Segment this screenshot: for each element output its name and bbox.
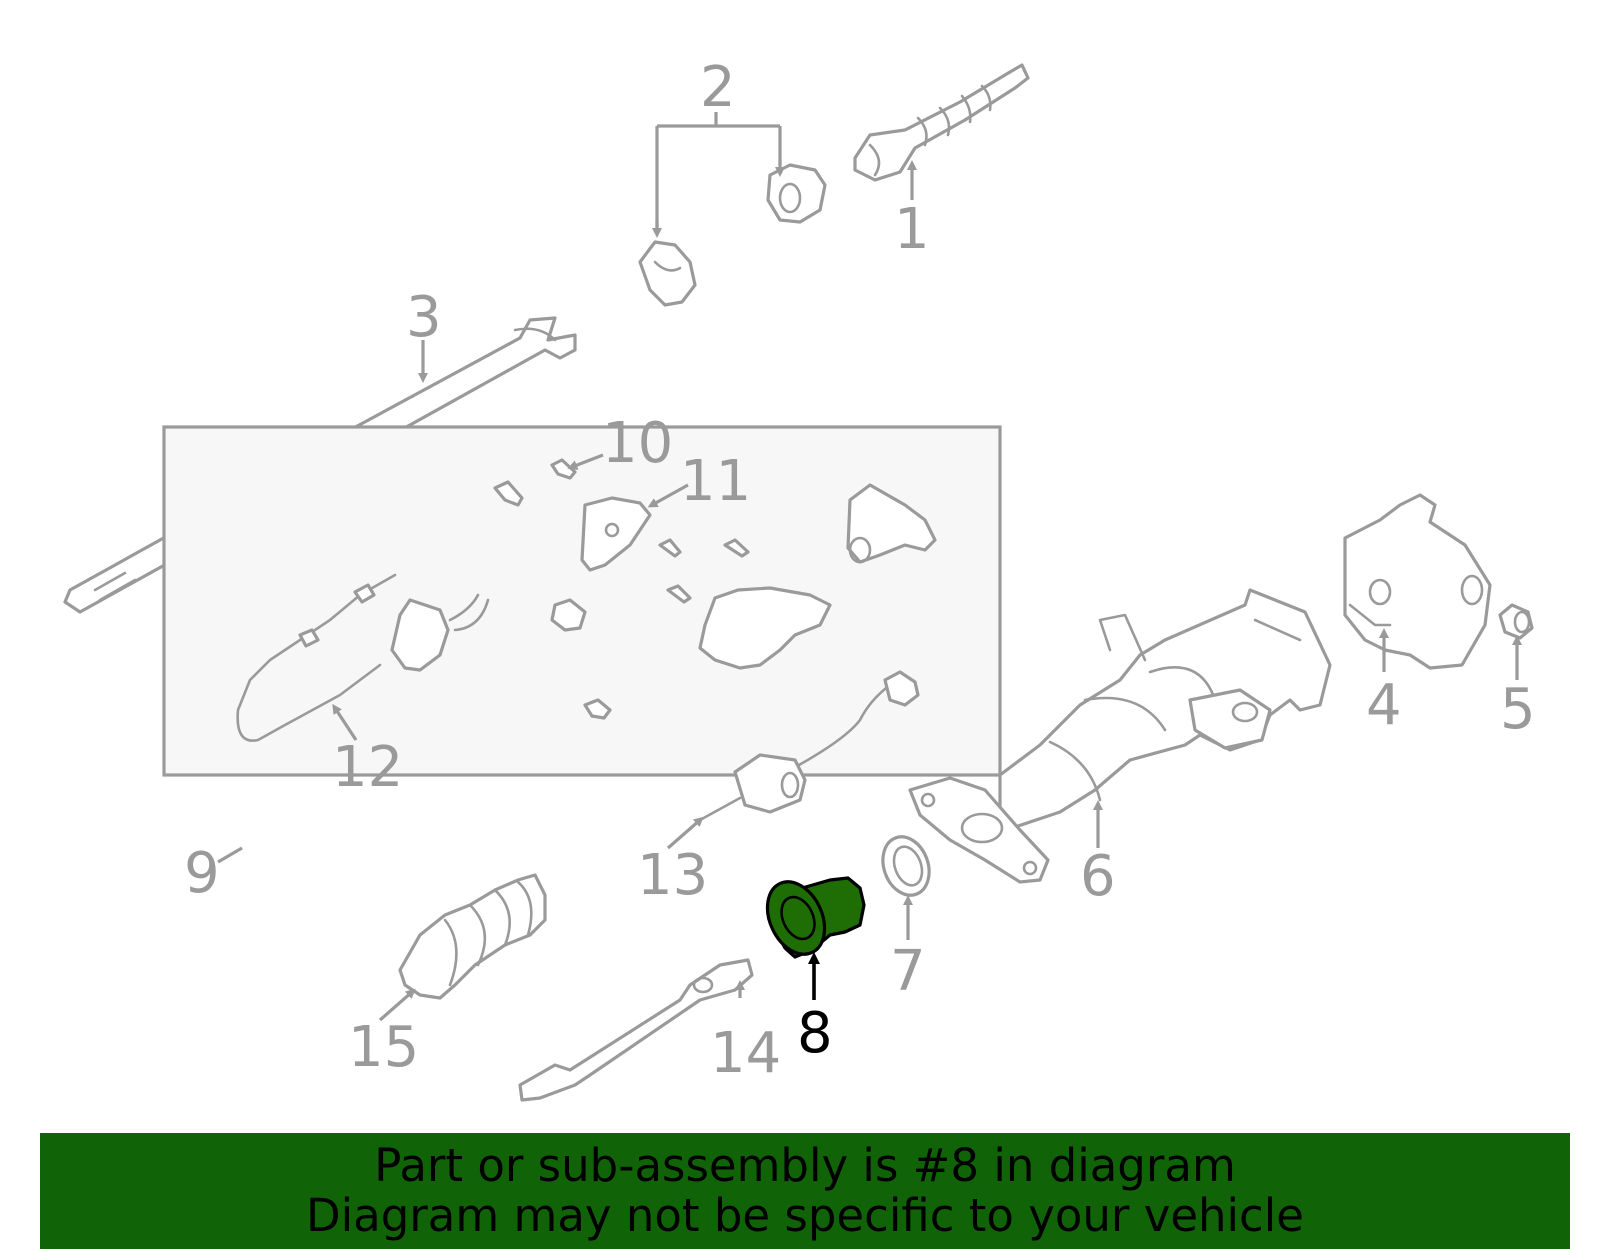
callout-5[interactable]: 5 — [1500, 677, 1536, 742]
part-1-upper-shaft[interactable] — [853, 63, 1030, 182]
info-banner: Part or sub-assembly is #8 in diagram Di… — [40, 1133, 1570, 1249]
callout-6[interactable]: 6 — [1080, 844, 1116, 909]
callout-3[interactable]: 3 — [406, 285, 442, 350]
banner-line-1: Part or sub-assembly is #8 in diagram — [374, 1139, 1236, 1192]
part-8-bushing-highlighted[interactable] — [756, 873, 866, 964]
callout-13[interactable]: 13 — [637, 843, 708, 908]
banner-line-2: Diagram may not be specific to your vehi… — [306, 1189, 1304, 1242]
leaders — [217, 112, 1522, 1022]
callout-1[interactable]: 1 — [894, 197, 930, 262]
part-4-cover[interactable] — [1343, 493, 1492, 670]
part-14-rod[interactable] — [518, 958, 754, 1102]
box-contents — [236, 458, 937, 742]
cap-small — [550, 598, 587, 632]
part-6-column[interactable] — [908, 588, 1332, 884]
callout-12[interactable]: 12 — [332, 735, 403, 800]
callout-8[interactable]: 8 — [797, 1001, 833, 1066]
callout-11[interactable]: 11 — [680, 449, 751, 514]
callout-14[interactable]: 14 — [710, 1021, 781, 1086]
sensor-right — [846, 483, 937, 564]
part-15-sleeve[interactable] — [398, 873, 547, 1000]
callout-9[interactable]: 9 — [184, 841, 220, 906]
part-7-bearing[interactable] — [875, 830, 937, 901]
bolt-c — [723, 538, 750, 558]
part-2-joint[interactable] — [638, 163, 827, 307]
module-center — [698, 586, 832, 670]
bolt-b — [658, 538, 682, 558]
part-13-sensor[interactable] — [698, 670, 920, 822]
part-5-bushing[interactable] — [1498, 603, 1534, 640]
callout-15[interactable]: 15 — [348, 1015, 419, 1080]
sensor-left — [390, 598, 450, 672]
bolt-d — [666, 584, 692, 604]
bolt-a — [493, 480, 524, 507]
callout-2[interactable]: 2 — [700, 55, 736, 120]
callout-10[interactable]: 10 — [602, 411, 673, 476]
callout-7[interactable]: 7 — [890, 939, 926, 1004]
bolt-10 — [550, 458, 577, 480]
bolt-e — [583, 698, 612, 720]
callout-4[interactable]: 4 — [1366, 673, 1402, 738]
callout-numbers: 1 2 3 4 5 6 7 8 9 10 11 12 13 14 15 — [184, 55, 1536, 1086]
